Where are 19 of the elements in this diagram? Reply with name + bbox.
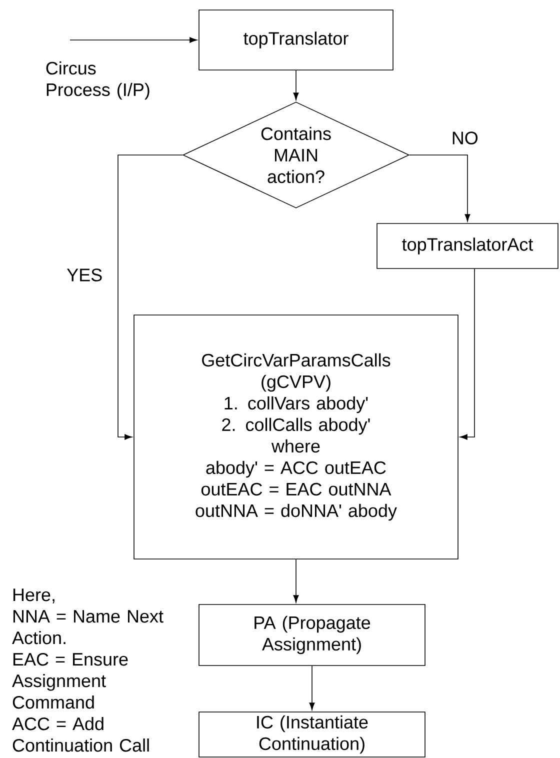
edge-label: YES bbox=[67, 268, 102, 282]
note-text: Here, bbox=[13, 588, 54, 604]
arrow bbox=[70, 37, 198, 43]
process-box: GetCircVarParamsCalls (gCVPV) 1. collVars abody' 2. collCalls abody' where abody' = ACC outEAC outEAC = EAC outNNA outNNA = doNNA' abody bbox=[134, 314, 458, 560]
arrow bbox=[293, 70, 299, 100]
edge-label: Circus Process (I/P) bbox=[46, 61, 150, 100]
process-box: topTranslatorAct bbox=[376, 223, 558, 269]
note-text: ACC = Add Continuation Call bbox=[12, 717, 149, 752]
process-box: topTranslator bbox=[198, 10, 394, 70]
arrow bbox=[118, 154, 183, 440]
process-box: IC (Instantiate Continuation) bbox=[198, 712, 426, 758]
arrow bbox=[460, 268, 475, 440]
process-box: PA (Propagate Assignment) bbox=[198, 604, 426, 666]
edge-label: NO bbox=[452, 132, 478, 144]
arrow bbox=[293, 559, 299, 603]
note-text: EAC = Ensure Assignment Command bbox=[12, 652, 128, 709]
arrow bbox=[409, 154, 470, 222]
arrow bbox=[309, 666, 315, 710]
note-text: NNA = Name Next Action. bbox=[12, 610, 164, 644]
